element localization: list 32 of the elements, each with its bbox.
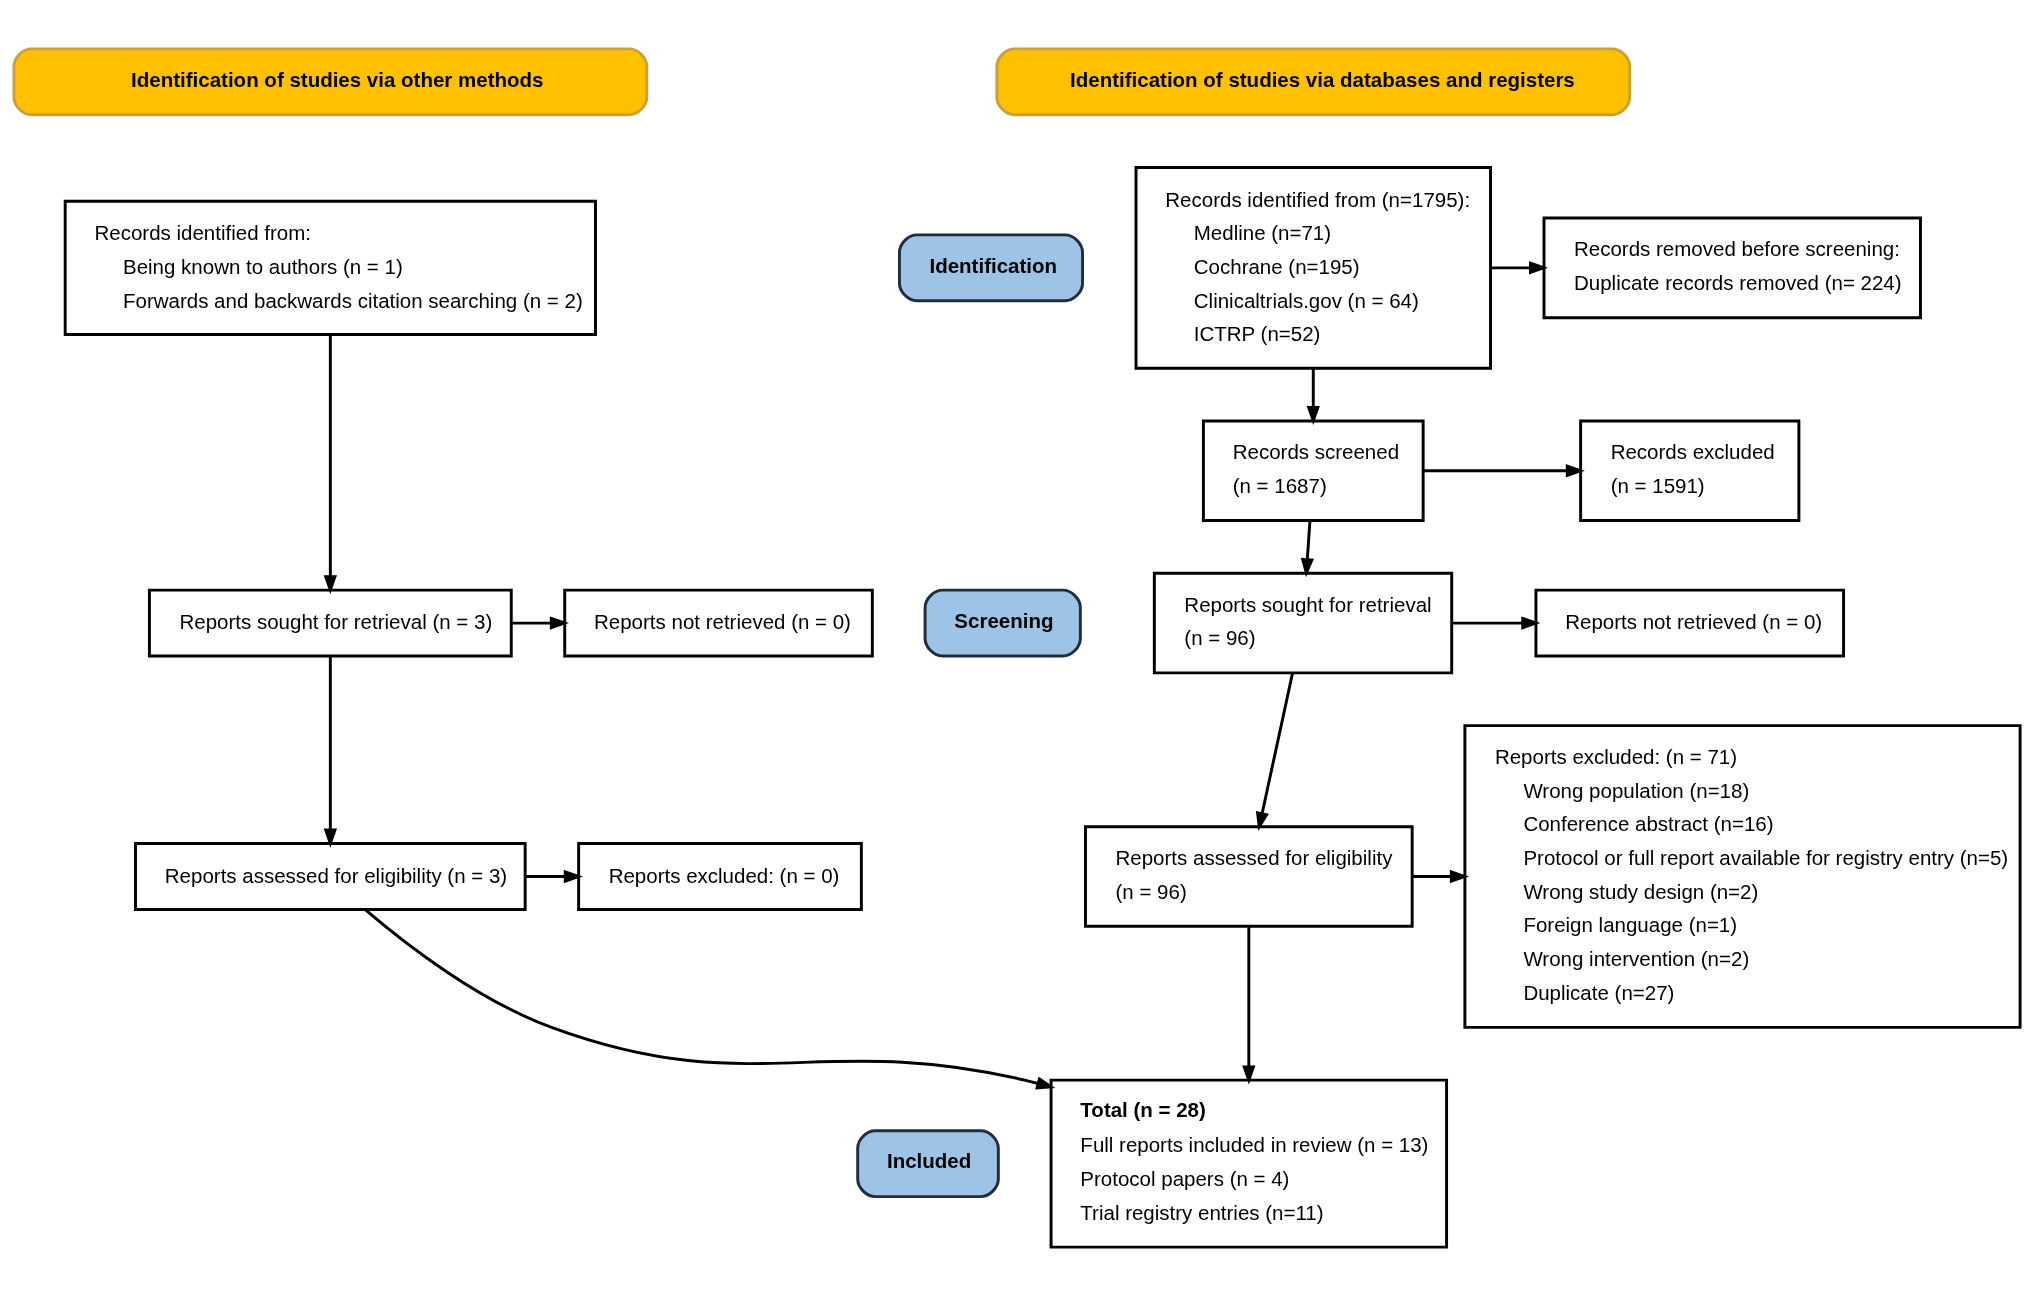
node-box: Reports sought for retrieval (n = 3)	[147, 588, 513, 658]
node-box: Records excluded (n = 1591)	[1579, 419, 1801, 522]
node-box: Reports excluded: (n = 0)	[577, 842, 863, 911]
node-box: Screening	[923, 588, 1082, 658]
node-box: Included	[856, 1129, 1000, 1199]
arrow	[323, 656, 337, 848]
node-box: Total (n = 28) Full reports included in review (n = 13) Protocol papers (n = 4) Trial registry entries (n=11)	[1049, 1078, 1449, 1249]
arrow	[1451, 616, 1541, 630]
node-box: Records identified from: Being known to authors (n = 1) Forwards and backwards citation searching (n = 2)	[63, 199, 597, 336]
arrow	[364, 908, 1056, 1090]
node-box: Reports assessed for eligibility (n = 96)	[1084, 825, 1414, 928]
node-box: Reports not retrieved (n = 0)	[563, 588, 874, 658]
node-box: Identification	[897, 233, 1084, 303]
node-box: Records removed before screening: Duplicate records removed (n= 224)	[1542, 216, 1922, 320]
arrow	[323, 334, 337, 595]
node-box: Identification of studies via databases and registers	[995, 47, 1632, 117]
node-box: Identification of studies via other methods	[12, 47, 649, 117]
arrow	[1255, 673, 1294, 832]
arrow	[511, 616, 569, 630]
node-box: Records identified from (n=1795): Medline (n=71) Cochrane (n=195) Clinicaltrials.gov (n = 64) ICTRP (n=52)	[1134, 166, 1492, 370]
arrow	[1490, 261, 1549, 275]
node-box: Reports excluded: (n = 71) Wrong population (n=18) Conference abstract (n=16) Protocol or full report available for registry entry (n=5) Wrong study design (n=2) Foreign language (n=1) Wrong intervention (n=2) Duplicate (n=27)	[1463, 724, 2022, 1029]
arrow	[1412, 869, 1469, 884]
node-box: Reports sought for retrieval (n = 96)	[1152, 571, 1454, 675]
node-box: Records screened (n = 1687)	[1201, 419, 1425, 522]
arrow	[1306, 368, 1320, 425]
node-box: Reports assessed for eligibility (n = 3)	[134, 842, 527, 911]
arrow	[1242, 926, 1256, 1085]
arrow	[525, 869, 583, 884]
node-box: Reports not retrieved (n = 0)	[1534, 588, 1846, 658]
arrow	[1300, 520, 1315, 578]
arrow	[1423, 464, 1585, 478]
